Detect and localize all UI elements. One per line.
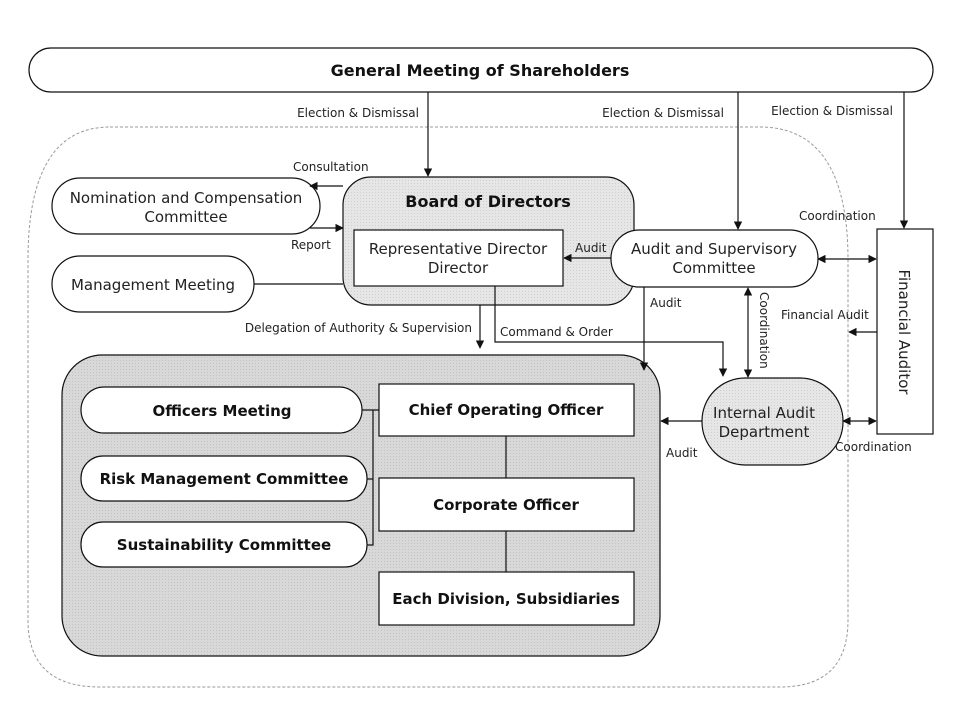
coordination-top-label: Coordination [799, 209, 876, 223]
financial-auditor-label: Financial Auditor [895, 269, 913, 395]
consultation-label: Consultation [293, 160, 369, 174]
election-board-label: Election & Dismissal [297, 106, 419, 120]
corporate-officer-node[interactable]: Corporate Officer [378, 477, 635, 532]
risk-committee-node[interactable]: Risk Management Committee [80, 455, 368, 502]
audit-down-label: Audit [650, 296, 682, 310]
audit-to-director-label: Audit [575, 241, 607, 255]
representative-director-node[interactable]: Representative Director Director [353, 229, 564, 287]
corporate-officer-label: Corporate Officer [433, 496, 579, 514]
shareholders-node[interactable]: General Meeting of Shareholders [28, 47, 934, 93]
delegation-label: Delegation of Authority & Supervision [245, 321, 472, 335]
report-label: Report [291, 238, 331, 252]
command-order-arrow [494, 286, 728, 377]
coordination-bottom-label: Coordination [835, 440, 912, 454]
divisions-node[interactable]: Each Division, Subsidiaries [378, 571, 635, 626]
internal-audit-label: Audit [666, 446, 698, 460]
officers-meeting-node[interactable]: Officers Meeting [80, 386, 363, 434]
committees-bracket [362, 409, 379, 546]
audit-committee-label-2: Committee [672, 259, 755, 277]
command-order-label: Command & Order [500, 325, 613, 339]
nomination-label-2: Committee [144, 208, 227, 226]
officers-meeting-label: Officers Meeting [152, 402, 291, 420]
coordination-vertical-label: Coordination [757, 292, 771, 369]
risk-committee-label: Risk Management Committee [100, 470, 349, 488]
company-boundary [27, 126, 849, 688]
sustainability-committee-label: Sustainability Committee [117, 536, 331, 554]
coo-node[interactable]: Chief Operating Officer [378, 383, 635, 437]
rep-director-label-1: Representative Director [369, 240, 548, 258]
coo-label: Chief Operating Officer [409, 401, 604, 419]
internal-audit-label-2: Department [719, 423, 810, 441]
financial-auditor-node[interactable]: Financial Auditor [876, 228, 934, 435]
audit-committee-label-1: Audit and Supervisory [631, 240, 797, 258]
financial-audit-label: Financial Audit [781, 308, 869, 322]
internal-audit-node[interactable]: Internal Audit Department [701, 377, 844, 466]
rep-director-label-2: Director [428, 259, 489, 277]
audit-committee-node[interactable]: Audit and Supervisory Committee [610, 229, 819, 288]
board-label: Board of Directors [405, 192, 570, 211]
divisions-label: Each Division, Subsidiaries [392, 590, 620, 608]
nomination-committee-node[interactable]: Nomination and Compensation Committee [51, 177, 321, 235]
shareholders-label: General Meeting of Shareholders [331, 61, 630, 80]
election-audit-label: Election & Dismissal [602, 106, 724, 120]
management-meeting-label: Management Meeting [71, 276, 235, 294]
internal-audit-label-1: Internal Audit [713, 404, 815, 422]
management-meeting-node[interactable]: Management Meeting [51, 255, 255, 313]
sustainability-committee-node[interactable]: Sustainability Committee [80, 521, 368, 568]
nomination-label-1: Nomination and Compensation [70, 189, 303, 207]
election-financial-label: Election & Dismissal [771, 104, 893, 118]
